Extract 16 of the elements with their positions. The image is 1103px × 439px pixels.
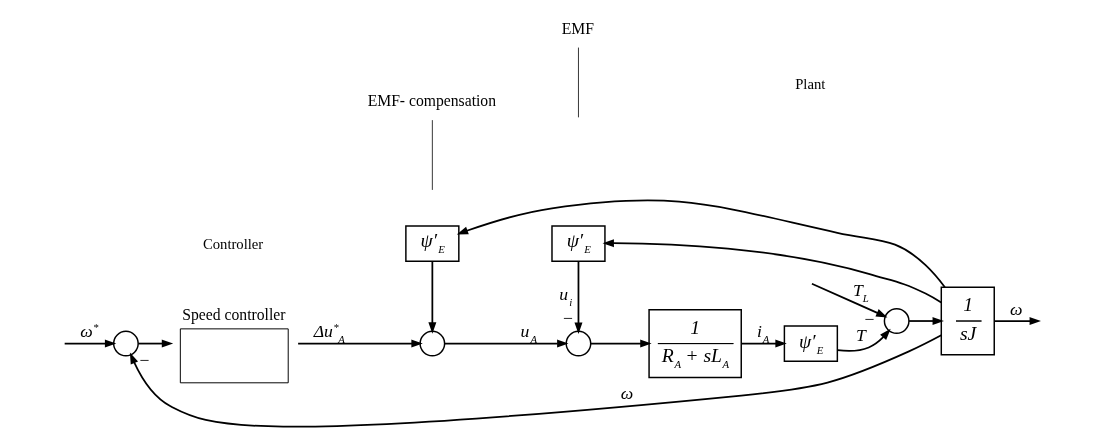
edge-label: T$_{L}$ [853, 279, 869, 304]
edge-label: ω$^{*}$ [80, 321, 99, 342]
label: − [562, 307, 573, 328]
node-label: Speed controller [182, 305, 286, 323]
label: Plant [795, 76, 826, 93]
label: Controller [202, 235, 264, 252]
edge-label: u$_{A}$ [520, 321, 537, 346]
node-text: EMF [561, 19, 595, 37]
edge-label: u$_{i}$ [559, 283, 573, 308]
edge-label: T [855, 325, 866, 346]
label: − [864, 308, 875, 329]
label: − [139, 350, 150, 371]
edge-label: i$_{A}$ [756, 321, 770, 346]
edge-label: ω [1009, 298, 1023, 319]
edge-label: ω [620, 382, 634, 403]
node-text: EMF- compensation [367, 92, 497, 110]
